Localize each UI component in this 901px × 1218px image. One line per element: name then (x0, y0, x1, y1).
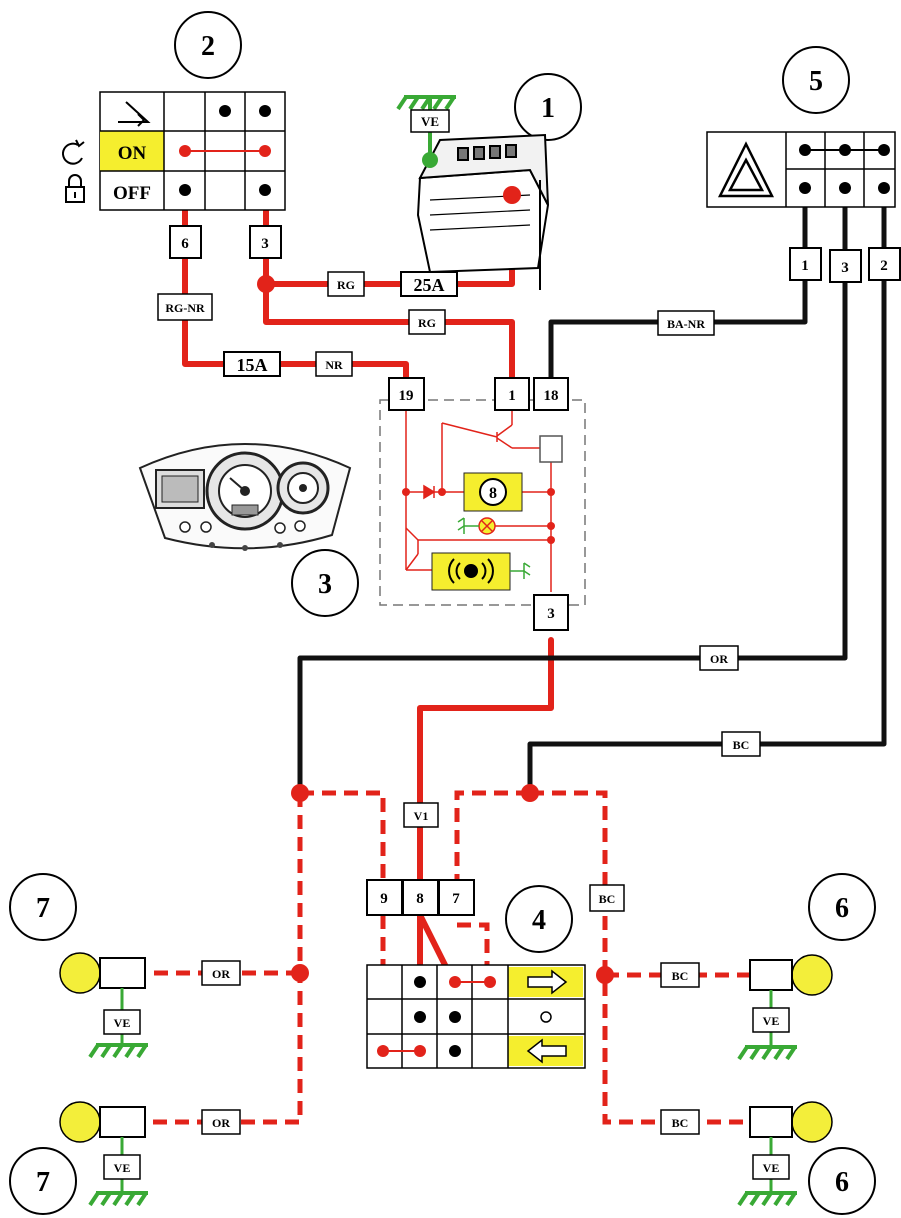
instrument-panel-illustration (138, 443, 352, 551)
svg-text:9: 9 (380, 891, 388, 907)
svg-text:BC: BC (733, 738, 750, 752)
svg-text:3: 3 (841, 260, 849, 276)
svg-text:7: 7 (452, 891, 460, 907)
callout-6-bottom: 6 (808, 1147, 876, 1215)
svg-text:18: 18 (544, 388, 559, 404)
svg-text:3: 3 (261, 236, 269, 252)
svg-text:OR: OR (212, 1116, 230, 1130)
right-rear-turn-lamp (737, 1101, 833, 1207)
svg-text:2: 2 (880, 258, 888, 274)
svg-text:V1: V1 (414, 809, 429, 823)
svg-text:7: 7 (36, 1167, 50, 1198)
svg-text:6: 6 (835, 1167, 849, 1198)
left-front-turn-lamp (59, 952, 150, 1059)
svg-text:7: 7 (36, 893, 50, 924)
battery: VE (396, 95, 550, 290)
hazard-switch (706, 131, 896, 208)
svg-text:VE: VE (763, 1161, 780, 1175)
junction-dots (257, 275, 614, 984)
battery-ground-symbol (396, 95, 458, 111)
callout-1: 1 (514, 73, 582, 141)
left-arrow-icon (526, 1038, 567, 1064)
svg-text:6: 6 (835, 893, 849, 924)
kickstand-icon (118, 101, 151, 127)
wires-solid-black (297, 205, 887, 793)
svg-text:OR: OR (212, 967, 230, 981)
svg-text:VE: VE (114, 1016, 131, 1030)
svg-text:3: 3 (318, 569, 332, 600)
svg-text:RG: RG (418, 316, 436, 330)
callout-7-bottom: 7 (9, 1147, 77, 1215)
svg-text:ON: ON (118, 143, 147, 164)
svg-text:8: 8 (416, 891, 424, 907)
neutral-position-icon (540, 1011, 552, 1023)
svg-text:1: 1 (801, 258, 809, 274)
callout-4: 4 (505, 885, 573, 953)
hazard-triangle-icon (717, 141, 775, 198)
svg-text:6: 6 (181, 236, 189, 252)
svg-text:OFF: OFF (113, 183, 151, 204)
svg-text:RG-NR: RG-NR (165, 301, 205, 315)
svg-text:NR: NR (325, 358, 343, 372)
callout-7-top: 7 (9, 873, 77, 941)
svg-text:19: 19 (399, 388, 414, 404)
svg-text:8: 8 (489, 485, 497, 502)
svg-text:BC: BC (672, 1116, 689, 1130)
pin-labels: 6 3 19 1 18 3 1 3 2 9 8 7 (169, 225, 901, 916)
svg-text:OR: OR (710, 652, 728, 666)
svg-text:25A: 25A (414, 275, 445, 295)
svg-text:15A: 15A (237, 355, 268, 375)
svg-text:2: 2 (201, 31, 215, 62)
svg-text:BC: BC (599, 892, 616, 906)
lock-icon (65, 174, 85, 203)
ignition-switch: ON OFF (99, 91, 286, 211)
buzzer-icon (448, 558, 494, 584)
turn-signal-switch (366, 964, 586, 1069)
svg-text:3: 3 (547, 606, 555, 622)
callout-5: 5 (782, 46, 850, 114)
callout-2: 2 (174, 11, 242, 79)
svg-text:VE: VE (421, 114, 439, 129)
right-arrow-icon (527, 969, 568, 995)
wire-color-labels: RG-NR RG 25A RG 15A NR BA-NR OR BC V1 BC… (103, 271, 790, 1180)
panel-internal-circuit: 8 (379, 399, 586, 606)
wires-dashed-red (145, 790, 750, 1125)
svg-text:1: 1 (541, 93, 555, 124)
rotate-icon (62, 139, 85, 165)
indicator-lamp-icon (478, 517, 496, 535)
svg-text:VE: VE (763, 1014, 780, 1028)
svg-text:1: 1 (508, 388, 516, 404)
callout-6-top: 6 (808, 873, 876, 941)
svg-text:BA-NR: BA-NR (667, 317, 705, 331)
svg-text:5: 5 (809, 66, 823, 97)
callout-3: 3 (291, 549, 359, 617)
svg-text:VE: VE (114, 1161, 131, 1175)
right-front-turn-lamp (737, 954, 833, 1061)
svg-text:4: 4 (532, 905, 546, 936)
left-rear-turn-lamp (59, 1101, 150, 1207)
svg-text:BC: BC (672, 969, 689, 983)
svg-text:RG: RG (337, 278, 355, 292)
